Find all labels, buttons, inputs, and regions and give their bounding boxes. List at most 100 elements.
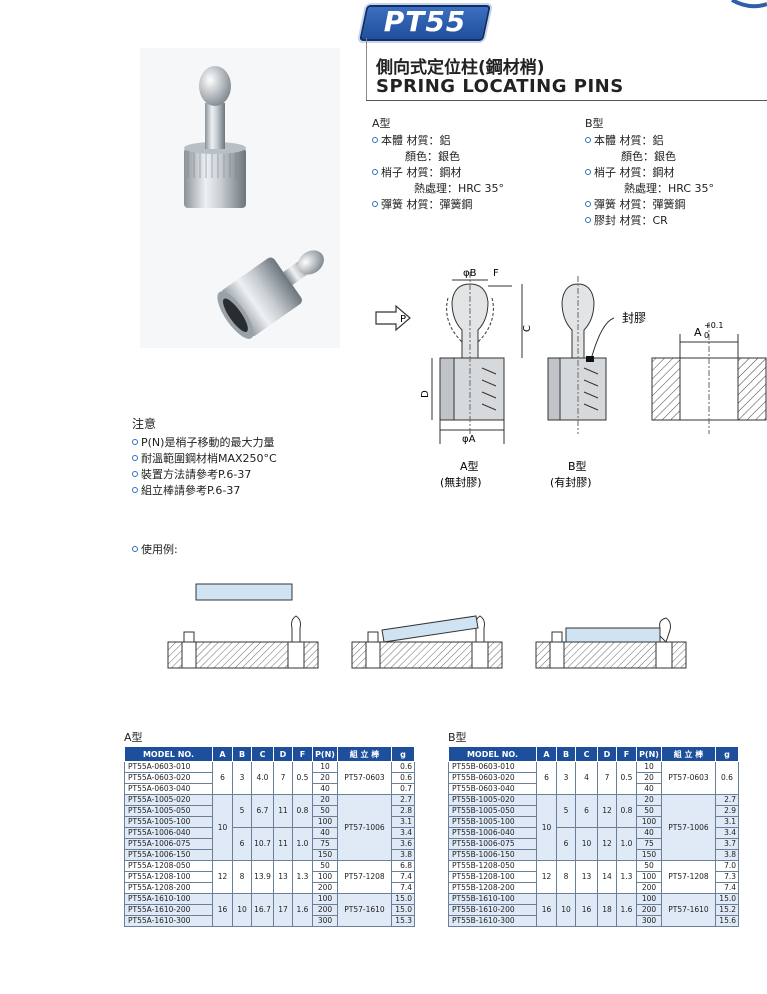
- cell-a: 12: [212, 860, 233, 894]
- col-header: g: [715, 746, 739, 762]
- cell-f: 1.6: [292, 893, 313, 927]
- cell-p: 100: [636, 871, 662, 883]
- title-underline: [366, 100, 767, 101]
- spec-b-item: 熱處理：HRC 35°: [624, 182, 715, 195]
- cell-f: 1.3: [292, 860, 313, 894]
- col-header: MODEL NO.: [448, 746, 537, 762]
- cell-p: 10: [636, 761, 662, 773]
- dim-d-label: D: [420, 390, 431, 398]
- cell-g: 15.0: [391, 893, 415, 905]
- cell-g: 7.3: [715, 871, 739, 883]
- cell-p: 100: [636, 893, 662, 905]
- model-cell: PT55A-0603-040: [124, 783, 213, 795]
- cell-rod: PT57-1610: [337, 893, 392, 927]
- col-header: P(N): [636, 746, 662, 762]
- cell-d: 11: [273, 827, 293, 861]
- bullet-icon: [372, 169, 378, 175]
- cell-p: 40: [312, 783, 338, 795]
- dim-b-label: φB: [463, 268, 477, 279]
- col-header: F: [616, 746, 637, 762]
- cell-f: 1.3: [616, 860, 637, 894]
- bullet-icon: [585, 217, 591, 223]
- cell-g: 2.8: [391, 805, 415, 817]
- cell-f: 0.5: [292, 761, 313, 795]
- cell-b: 3: [232, 761, 252, 795]
- notes-block: 注意 P(N)是梢子移動的最大力量 耐溫範圍鋼材梢MAX250°C 裝置方法請參…: [132, 416, 277, 499]
- cell-p: 150: [636, 849, 662, 861]
- dim-a-label: φA: [462, 434, 476, 445]
- cell-p: 50: [636, 860, 662, 872]
- model-cell: PT55B-1005-020: [448, 794, 537, 806]
- type-b-label: B型: [568, 459, 587, 473]
- cell-f: 1.0: [616, 827, 637, 861]
- spec-type-b: B型 本體 材質：鋁 顏色：銀色 梢子 材質：鋼材 熱處理：HRC 35° 彈簧…: [585, 116, 714, 229]
- cell-g: 6.8: [391, 860, 415, 872]
- spec-a-item: 熱處理：HRC 35°: [414, 182, 505, 195]
- note-item: 耐溫範圍鋼材梢MAX250°C: [141, 452, 277, 465]
- cell-g: 3.1: [715, 816, 739, 828]
- cell-b: 3: [556, 761, 576, 795]
- cell-p: 150: [312, 849, 338, 861]
- note-item: 裝置方法請參考P.6-37: [141, 468, 252, 481]
- bullet-icon: [372, 201, 378, 207]
- cell-b: 10: [232, 893, 252, 927]
- model-cell: PT55B-1610-300: [448, 915, 537, 927]
- cell-p: 75: [636, 838, 662, 850]
- col-header: C: [251, 746, 274, 762]
- cell-p: 20: [312, 772, 338, 784]
- cell-p: 300: [312, 915, 338, 927]
- col-header: B: [232, 746, 252, 762]
- cell-c: 16: [575, 893, 598, 927]
- model-cell: PT55B-1005-050: [448, 805, 537, 817]
- col-header: C: [575, 746, 598, 762]
- cell-b: 5: [556, 794, 576, 828]
- cell-a: 10: [212, 794, 233, 861]
- usage-label: 使用例:: [132, 541, 178, 557]
- model-cell: PT55B-1005-100: [448, 816, 537, 828]
- cell-b: 8: [556, 860, 576, 894]
- cell-f: 0.5: [616, 761, 637, 795]
- spec-a-item: 梢子 材質：鋼材: [381, 166, 462, 179]
- cell-p: 200: [312, 904, 338, 916]
- cell-p: 40: [636, 783, 662, 795]
- product-photo: [140, 48, 340, 348]
- cell-p: 50: [312, 860, 338, 872]
- cell-p: 20: [636, 772, 662, 784]
- spec-a-item: 本體 材質：鋁: [381, 134, 451, 147]
- cell-g: 15.0: [715, 893, 739, 905]
- cell-c: 6.7: [251, 794, 274, 828]
- model-cell: PT55A-1610-200: [124, 904, 213, 916]
- cell-g: 2.7: [715, 794, 739, 806]
- bullet-icon: [132, 471, 138, 477]
- cell-p: 100: [312, 871, 338, 883]
- model-cell: PT55A-1005-020: [124, 794, 213, 806]
- cell-p: 20: [312, 794, 338, 806]
- spec-b-item: 彈簧 材質：彈簧鋼: [594, 198, 686, 211]
- dim-c-label: C: [522, 325, 533, 332]
- cell-g: 3.8: [391, 849, 415, 861]
- col-header: P(N): [312, 746, 338, 762]
- cell-c: 4: [575, 761, 598, 795]
- model-cell: PT55B-1208-200: [448, 882, 537, 894]
- cell-p: 10: [312, 761, 338, 773]
- cell-b: 8: [232, 860, 252, 894]
- cell-b: 6: [556, 827, 576, 861]
- cell-d: 12: [597, 827, 617, 861]
- cell-rod: PT57-1610: [661, 893, 716, 927]
- cell-g: 2.7: [391, 794, 415, 806]
- cell-b: 6: [232, 827, 252, 861]
- bullet-icon: [585, 201, 591, 207]
- model-cell: PT55B-1208-100: [448, 871, 537, 883]
- cell-g: 0.7: [391, 783, 415, 795]
- cell-a: 16: [212, 893, 233, 927]
- hole-tol-upper: +0.1: [704, 321, 723, 330]
- model-cell: PT55B-1006-040: [448, 827, 537, 839]
